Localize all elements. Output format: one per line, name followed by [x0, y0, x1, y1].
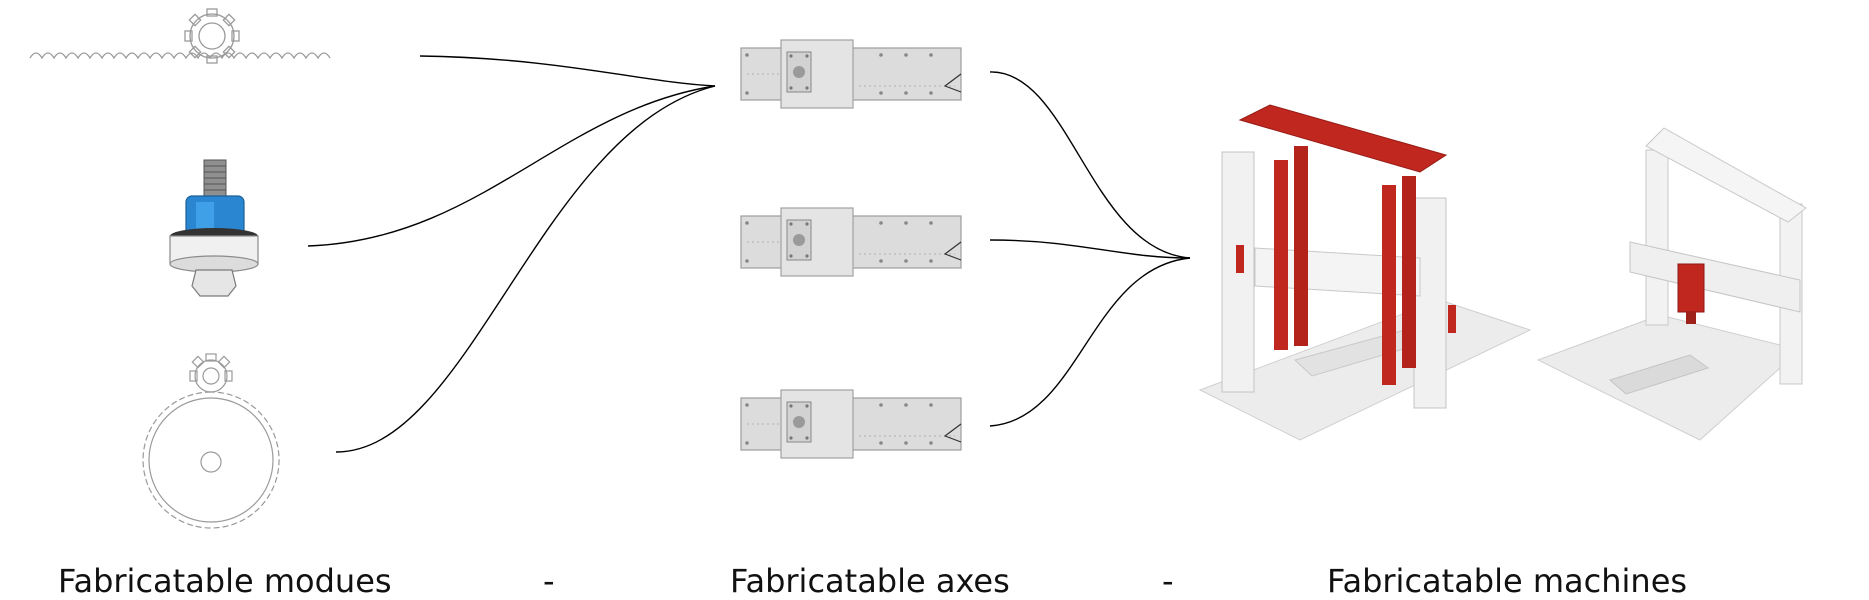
caption-modules: Fabricatable modues [58, 562, 392, 600]
red-spindle [1677, 263, 1705, 313]
red-column-right-2 [1402, 176, 1416, 368]
pinion-teeth [184, 8, 240, 64]
connector-gears-to-axis [335, 85, 716, 453]
left-side-panel [1221, 151, 1255, 393]
red-column-right-1 [1382, 185, 1396, 385]
top-beam [1645, 127, 1807, 223]
gantry-machine-icon [1198, 104, 1532, 441]
right-side-panel [1413, 197, 1447, 409]
separator-dash: - [543, 562, 555, 600]
small-gear [194, 359, 228, 393]
base-plate [1198, 299, 1532, 441]
caption-axes: Fabricatable axes [730, 562, 1010, 600]
small-gear-teeth [189, 353, 233, 382]
linear-axis-icon [740, 207, 962, 277]
connector-lines [307, 55, 1191, 453]
connector-axis2-to-machine [989, 239, 1191, 259]
mill-machine-icon [1536, 127, 1807, 441]
large-gear-bore [200, 451, 222, 473]
red-top-plate [1238, 104, 1448, 173]
linear-axis-icon [740, 389, 962, 459]
rack-teeth [29, 52, 331, 60]
connector-axis3-to-machine [989, 257, 1191, 427]
rack-and-pinion-icon [29, 8, 331, 64]
cross-beam [1629, 241, 1801, 313]
linear-axis-icon [740, 39, 962, 109]
red-side-tab-left [1236, 245, 1244, 273]
red-side-tab-right [1448, 305, 1456, 333]
pinion-bore [198, 22, 226, 50]
connector-motor-to-axis [307, 85, 716, 247]
caption-machines: Fabricatable machines [1327, 562, 1688, 600]
large-gear-outline [142, 391, 280, 529]
connector-axis1-to-machine [989, 71, 1191, 259]
pinion-outline [189, 13, 235, 59]
stepper-motor-icon [169, 159, 259, 297]
hex-nut [191, 269, 237, 297]
connector-rack-to-axis [419, 55, 716, 87]
gear-pair-icon [142, 353, 280, 529]
red-column-left-2 [1294, 146, 1308, 346]
red-column-left-1 [1274, 160, 1288, 350]
separator-dash: - [1162, 562, 1174, 600]
left-column [1645, 149, 1669, 326]
